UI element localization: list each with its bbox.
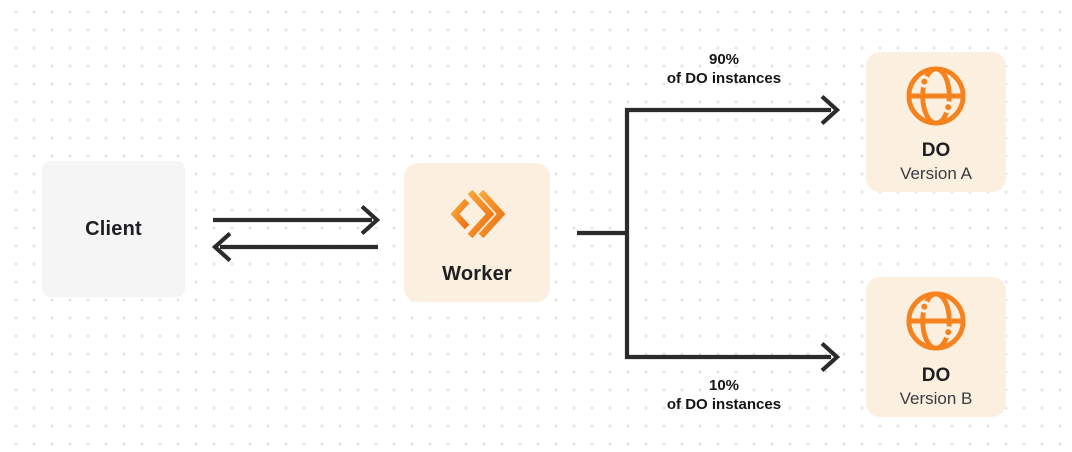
do-version-b-node: DO Version B: [866, 277, 1006, 417]
split-label-10-percent: 10% of DO instances: [614, 376, 834, 414]
do-version-b-title: DO: [921, 365, 951, 386]
request-arrow: [213, 204, 381, 236]
globe-icon: [906, 291, 966, 351]
split-connector: [577, 108, 630, 359]
response-arrow: [211, 231, 378, 263]
split-label-90-line2: of DO instances: [666, 70, 782, 87]
do-version-a-subtitle: Version A: [900, 164, 972, 183]
split-label-10-line2: of DO instances: [666, 396, 782, 413]
do-version-a-node: DO Version A: [866, 52, 1006, 192]
client-node: Client: [42, 161, 185, 297]
split-label-10-line1: 10%: [708, 377, 740, 394]
client-label: Client: [85, 217, 142, 240]
worker-node: Worker: [404, 163, 550, 302]
branch-arrow-version-a: [625, 94, 841, 126]
workers-logo-icon: [450, 189, 506, 239]
branch-arrow-version-b: [625, 341, 841, 373]
do-version-b-subtitle: Version B: [899, 389, 973, 408]
globe-icon: [906, 66, 966, 126]
worker-label: Worker: [442, 263, 512, 285]
split-label-90-line1: 90%: [708, 51, 740, 68]
do-version-a-title: DO: [921, 140, 951, 161]
split-label-90-percent: 90% of DO instances: [614, 50, 834, 88]
